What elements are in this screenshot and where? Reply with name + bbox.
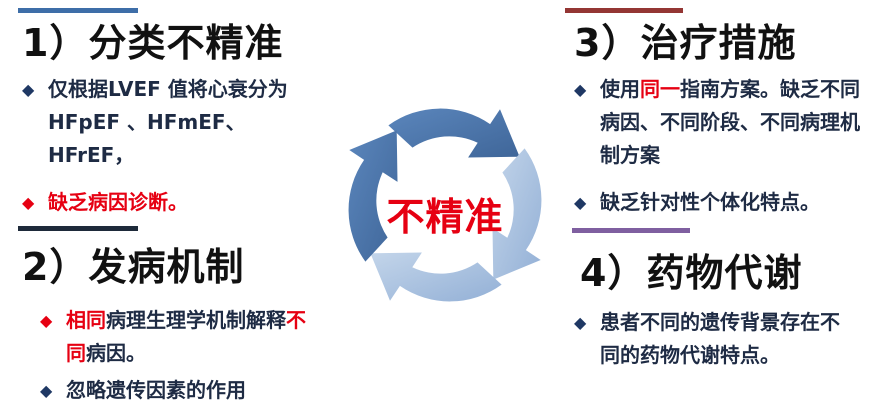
section-1-title: 1）分类不精准 <box>22 21 284 65</box>
diamond-bullet-red-icon: ◆ <box>40 311 53 330</box>
section-1-bullet-1-text: 仅根据LVEF 值将心衰分为HFpEF 、HFmEF、HFrEF， <box>48 77 288 167</box>
section-4-bullet-1-text: 患者不同的遗传背景存在不同的药物代谢特点。 <box>600 310 840 367</box>
section-2-bullet-2-text: 忽略遗传因素的作用 <box>66 378 246 402</box>
highlight-same: 相同 <box>66 308 106 332</box>
section-3-bullet-1-text: 使用同一指南方案。缺乏不同病因、不同阶段、不同病理机制方案 <box>600 73 864 172</box>
section-3-bullet-2: ◆ 缺乏针对性个体化特点。 <box>574 186 844 219</box>
arrow-left-icon <box>348 130 398 262</box>
diamond-bullet-icon: ◆ <box>574 193 587 212</box>
section-1-bullet-1: ◆ 仅根据LVEF 值将心衰分为HFpEF 、HFmEF、HFrEF， <box>22 73 322 172</box>
text-part: 使用 <box>600 77 640 101</box>
diamond-bullet-icon: ◆ <box>574 313 587 332</box>
section-2-bullet-1: ◆ 相同病理生理学机制解释不同病因。 <box>40 304 315 370</box>
section-3-bullet-1: ◆ 使用同一指南方案。缺乏不同病因、不同阶段、不同病理机制方案 <box>574 73 864 172</box>
diamond-bullet-icon: ◆ <box>574 80 587 99</box>
section-2-bar <box>18 226 138 231</box>
section-1-bullet-2-text: 缺乏病因诊断。 <box>48 190 188 214</box>
highlight-different: 不同 <box>66 308 306 365</box>
text-part: 指南方案。缺乏不同病因、不同阶段、不同病理机制方案 <box>600 77 860 167</box>
section-4-bullet-1: ◆ 患者不同的遗传背景存在不同的药物代谢特点。 <box>574 306 859 372</box>
arrow-top-icon <box>388 108 520 158</box>
section-2-bullet-2: ◆ 忽略遗传因素的作用 <box>40 374 315 407</box>
text-part: 病因。 <box>86 341 146 365</box>
section-4-bar <box>572 228 690 233</box>
section-3-title: 3）治疗措施 <box>574 21 797 65</box>
diamond-bullet-icon: ◆ <box>40 381 53 400</box>
diamond-bullet-red-icon: ◆ <box>22 193 35 212</box>
center-label: 不精准 <box>386 195 504 239</box>
section-4-title: 4）药物代谢 <box>580 251 803 295</box>
diamond-bullet-icon: ◆ <box>22 80 35 99</box>
section-1-bullet-2: ◆ 缺乏病因诊断。 <box>22 186 322 219</box>
section-3-bullet-2-text: 缺乏针对性个体化特点。 <box>600 190 820 214</box>
highlight-same-guideline: 同一 <box>640 77 680 101</box>
arrow-right-icon <box>492 148 542 280</box>
section-2-bullet-1-text: 相同病理生理学机制解释不同病因。 <box>66 304 315 370</box>
section-3-bar <box>565 8 683 13</box>
arrow-bottom-icon <box>370 252 502 302</box>
section-1-bar <box>18 8 138 13</box>
cycle-diagram <box>348 108 542 302</box>
section-2-title: 2）发病机制 <box>22 245 245 289</box>
text-part: 病理生理学机制解释 <box>106 308 286 332</box>
